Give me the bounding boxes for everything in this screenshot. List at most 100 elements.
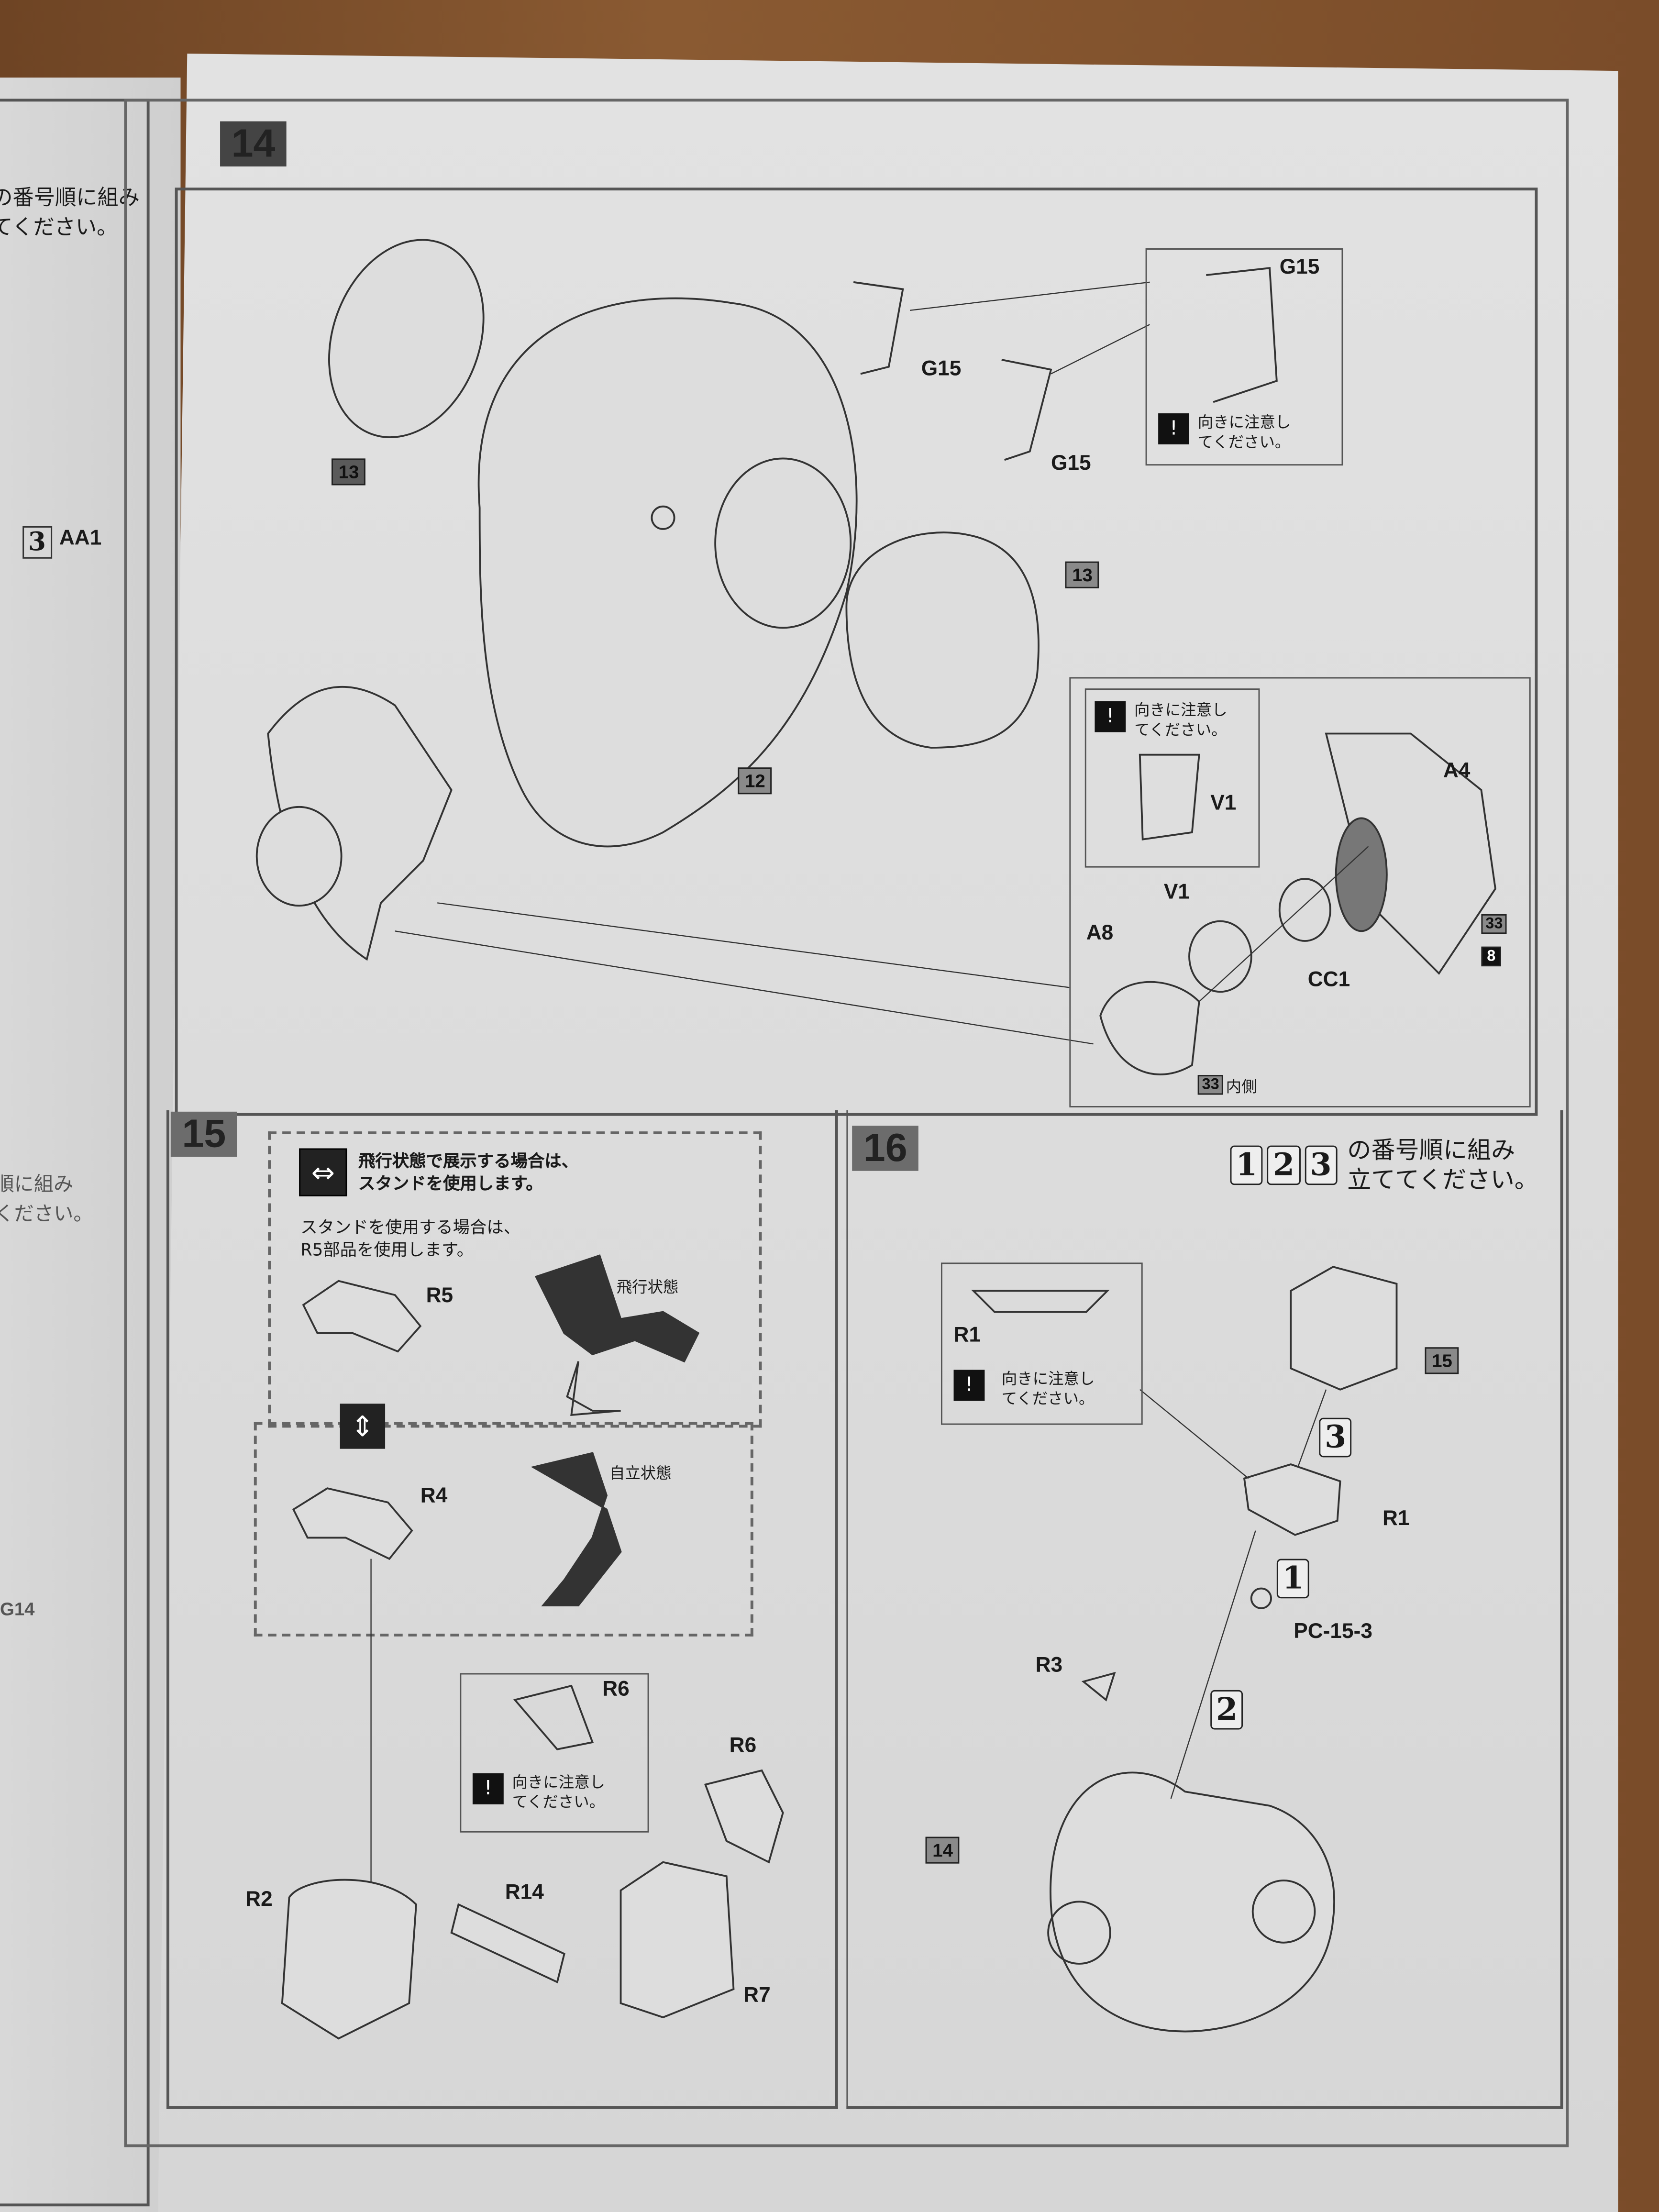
step14-number: 14: [220, 121, 287, 166]
sticker-33-inner: 33: [1197, 1075, 1224, 1095]
standing-state-label: 自立状態: [609, 1464, 672, 1483]
head-side-socket: [714, 457, 852, 629]
vertical-arrows-icon: ⇕: [340, 1404, 386, 1449]
label-r1: R1: [1382, 1506, 1410, 1531]
left-page: の番号順に組み てください。 3 AA1 順に組み ください。 G14: [0, 77, 181, 2212]
callout-inner-note: 向きに注意し てください。: [1134, 701, 1228, 740]
a8-part: [1099, 981, 1200, 1075]
step16-number: 16: [852, 1126, 919, 1171]
side-panel-part: [328, 239, 485, 438]
callout-g15-part: G15: [1279, 255, 1320, 279]
label-cc1: CC1: [1307, 968, 1350, 992]
caution-icon: !: [953, 1370, 985, 1401]
step-marker-3: 3: [1319, 1417, 1356, 1458]
label-a4: A4: [1443, 759, 1471, 783]
g15-detail-part: [1206, 267, 1278, 403]
label-r2: R2: [245, 1887, 273, 1912]
callout-r6: R6 ! 向きに注意し てください。: [460, 1673, 649, 1833]
step-marker-1-number: 1: [1276, 1559, 1310, 1599]
order-number-1: 1: [1230, 1145, 1263, 1185]
sticker-33: 33: [1481, 914, 1507, 934]
order-number-3: 3: [1304, 1145, 1338, 1185]
fly-display-box: [268, 1131, 762, 1428]
label-r6: R6: [729, 1734, 757, 1758]
pc-15-3-part: [1250, 1587, 1272, 1609]
left-page-frame: [0, 99, 150, 2207]
page-outer-frame: [124, 99, 1569, 2147]
head-shell-part: [477, 297, 858, 848]
callout-r6-note: 向きに注意し てください。: [512, 1773, 606, 1812]
step16-frame: [846, 1110, 1563, 2109]
callout-g15-note: 向きに注意し てください。: [1197, 413, 1291, 452]
cc1-part: [1278, 878, 1331, 942]
caution-icon: !: [472, 1773, 504, 1804]
g15-handle-b: [1001, 359, 1052, 461]
order-number-2: 2: [1267, 1145, 1300, 1185]
standing-display-box: [254, 1422, 753, 1637]
label-r4: R4: [420, 1484, 448, 1508]
horizontal-arrows-icon: ⇔: [299, 1148, 347, 1196]
inner-side-label: 内側: [1226, 1078, 1257, 1096]
r6-part: [704, 1769, 784, 1864]
side-pod-part: [845, 531, 1040, 749]
r6-detail-part: [513, 1684, 594, 1750]
subassembly-13-a: 13: [332, 458, 366, 486]
label-g15-a: G15: [921, 357, 962, 381]
step-marker-1: 1: [1276, 1559, 1314, 1599]
callout-g15: G15 ! 向きに注意し てください。: [1145, 248, 1343, 466]
g15-handle-a: [853, 281, 904, 375]
subassembly-12: 12: [738, 767, 773, 795]
stand-note: スタンドを使用する場合は、 R5部品を使用します。: [300, 1217, 521, 1260]
callout-r1: R1 ! 向きに注意し てください。: [940, 1262, 1143, 1425]
left-order-note: の番号順に組み てください。: [0, 185, 140, 240]
left-mid-note: 順に組み ください。: [0, 1173, 93, 1226]
label-a8: A8: [1086, 921, 1114, 945]
caution-icon: !: [1158, 413, 1190, 444]
subassembly-14: 14: [925, 1836, 960, 1864]
r4-part: [292, 1487, 413, 1560]
order-note: の番号順に組み 立ててください。: [1347, 1137, 1538, 1195]
step15-number: 15: [170, 1111, 237, 1157]
label-r14: R14: [505, 1880, 544, 1905]
subassembly-13-b: 13: [1065, 561, 1100, 588]
step-marker-2-number: 2: [1210, 1690, 1243, 1730]
callout-detail: ! 向きに注意し てください。 V1 V1 A4 A8 CC1 33 8 33 …: [1069, 677, 1531, 1107]
fly-note: 飛行状態で展示する場合は、 スタンドを使用します。: [358, 1151, 579, 1194]
sticker-8: 8: [1481, 946, 1502, 967]
step14-illustration: [255, 239, 1496, 1075]
label-r3: R3: [1035, 1653, 1063, 1678]
r14-part: [450, 1903, 565, 1984]
subassembly-15: 15: [1425, 1347, 1460, 1374]
label-pc-15-3: PC-15-3: [1294, 1619, 1372, 1644]
r1-part: [1243, 1463, 1341, 1536]
label-v1: V1: [1163, 880, 1190, 905]
r5-part: [302, 1280, 422, 1353]
label-r5: R5: [426, 1283, 453, 1308]
step-marker-3-number: 3: [1319, 1417, 1352, 1458]
r3-part: [1081, 1671, 1116, 1702]
callout-inner: ! 向きに注意し てください。 V1: [1084, 688, 1260, 868]
callout-r6-part: R6: [602, 1677, 630, 1702]
step14-frame: [175, 188, 1538, 1116]
callout-r1-note: 向きに注意し てください。: [1001, 1370, 1095, 1408]
r2-part: [281, 1879, 417, 2040]
r1-detail-part: [971, 1290, 1110, 1313]
callout-r1-part: R1: [953, 1323, 981, 1348]
left-step-ref: 3: [22, 526, 52, 559]
left-part-g14: G14: [0, 1598, 35, 1620]
fly-state-silhouette: [534, 1254, 700, 1363]
subassembly-15-part: [1290, 1266, 1398, 1391]
label-r7: R7: [743, 1983, 771, 2008]
step-marker-2: 2: [1210, 1690, 1248, 1730]
caution-icon: !: [1095, 701, 1126, 732]
v1-detail-part: [1139, 753, 1200, 841]
v1-part: [1188, 920, 1252, 993]
step15-frame: [166, 1110, 838, 2109]
label-g15-b: G15: [1051, 451, 1091, 476]
standing-state-silhouette: [531, 1452, 622, 1606]
subassembly-14-part: [1050, 1771, 1335, 2033]
callout-inner-v1: V1: [1210, 791, 1237, 816]
